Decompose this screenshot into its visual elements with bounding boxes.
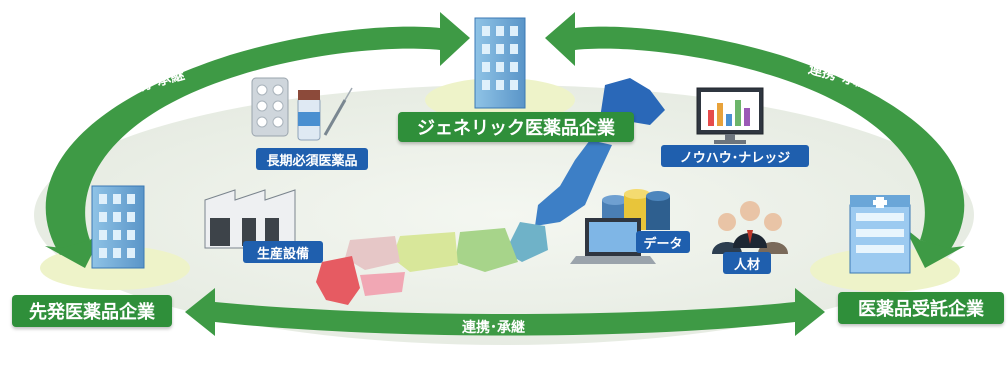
database-icon <box>570 189 670 264</box>
arrow-bottom <box>185 288 825 336</box>
building-icon <box>474 17 526 109</box>
monitor-chart-icon <box>696 87 764 144</box>
people-icon <box>712 201 788 254</box>
arrow-label-bottom: 連携･承継 <box>462 320 525 336</box>
arrow-top-right <box>545 12 965 268</box>
label-talent: 人材 <box>723 252 771 274</box>
label-facilities: 生産設備 <box>243 241 323 263</box>
building-icon <box>91 185 145 269</box>
factory-icon <box>204 189 296 249</box>
label-generic-company: ジェネリック医薬品企業 <box>398 112 634 142</box>
label-data: データ <box>636 231 690 253</box>
pill-bottle-icon <box>251 77 353 141</box>
label-contract-company: 医薬品受託企業 <box>838 292 1004 324</box>
label-long-listed-drugs: 長期必須医薬品 <box>256 148 368 170</box>
arrow-top-left <box>45 12 470 268</box>
label-knowhow: ノウハウ･ナレッジ <box>661 145 809 167</box>
label-original-company: 先発医薬品企業 <box>12 295 172 327</box>
building-icon <box>849 195 911 274</box>
